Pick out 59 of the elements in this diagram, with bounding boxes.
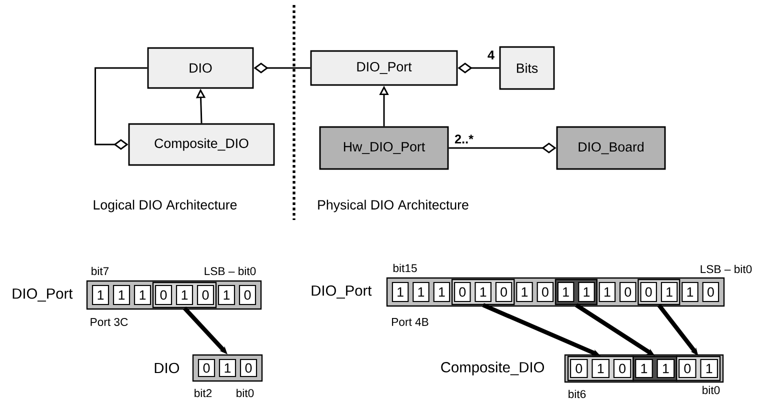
class-box: Composite_DIO	[128, 123, 275, 166]
bit-cell: 0	[198, 358, 216, 378]
bit-cell: 1	[392, 282, 409, 302]
class-box: Hw_DIO_Port	[319, 126, 449, 170]
bit-cell: 0	[536, 282, 554, 302]
bit-cell: 0	[678, 358, 696, 378]
class-box: DIO_Board	[556, 126, 666, 170]
bit-cell: 1	[598, 282, 616, 302]
bit-cell: 1	[682, 282, 698, 302]
bit-cell: 1	[433, 282, 450, 302]
register-label: DIO_Port	[12, 288, 73, 302]
bit-label: LSB – bit0	[204, 266, 256, 276]
bit-cell: 1	[474, 282, 492, 302]
bit-cell: 1	[218, 284, 236, 306]
bit-cell: 1	[700, 358, 718, 378]
bit-cell: 1	[218, 358, 236, 378]
register-label: Composite_DIO	[441, 362, 544, 376]
bit-label: bit0	[702, 386, 720, 394]
bit-label: Port 3C	[90, 318, 128, 326]
bit-label: bit2	[194, 388, 212, 398]
bit-cell: 1	[660, 282, 678, 302]
class-box: DIO_Port	[310, 50, 458, 86]
bit-cell: 1	[516, 282, 533, 302]
connector	[94, 67, 148, 150]
bit-cell: 1	[592, 358, 610, 378]
bit-cell: 1	[557, 282, 574, 302]
bit-cell: 0	[640, 282, 657, 302]
bit-cell: 1	[412, 282, 430, 302]
bit-label: LSB – bit0	[700, 264, 752, 274]
bit-cell: 1	[134, 284, 152, 306]
bit-label: bit7	[92, 266, 109, 276]
multiplicity-label: 4	[486, 49, 496, 61]
class-box: Bits	[499, 46, 555, 90]
multiplicity-label: 2..*	[453, 133, 475, 145]
bit-cell: 0	[620, 282, 636, 302]
class-box: DIO	[147, 47, 254, 89]
bit-cell: 1	[635, 358, 653, 378]
bit-cell: 1	[176, 284, 194, 306]
bit-cell: 0	[613, 358, 632, 378]
bit-cell: 1	[578, 282, 595, 302]
bit-label: bit6	[568, 390, 586, 398]
bit-cell: 1	[112, 284, 130, 306]
bit-cell: 0	[154, 284, 172, 306]
bit-label: bit0	[236, 388, 254, 398]
bit-cell: 0	[702, 282, 720, 302]
bit-label: bit15	[393, 264, 417, 272]
register-label: DIO	[154, 362, 180, 374]
section-caption: Physical DIO Architecture	[318, 200, 468, 212]
bit-label: Port 4B	[392, 318, 428, 326]
bit-cell: 0	[495, 282, 512, 302]
bit-cell: 0	[238, 284, 256, 306]
section-caption: Logical DIO Architecture	[94, 200, 237, 212]
bit-cell: 1	[92, 284, 110, 306]
register-label: DIO_Port	[312, 285, 372, 299]
bit-cell: 0	[196, 284, 214, 306]
bit-cell: 0	[454, 282, 471, 302]
bit-cell: 0	[240, 358, 258, 378]
bit-cell: 1	[656, 358, 675, 378]
bit-cell: 0	[570, 358, 588, 378]
